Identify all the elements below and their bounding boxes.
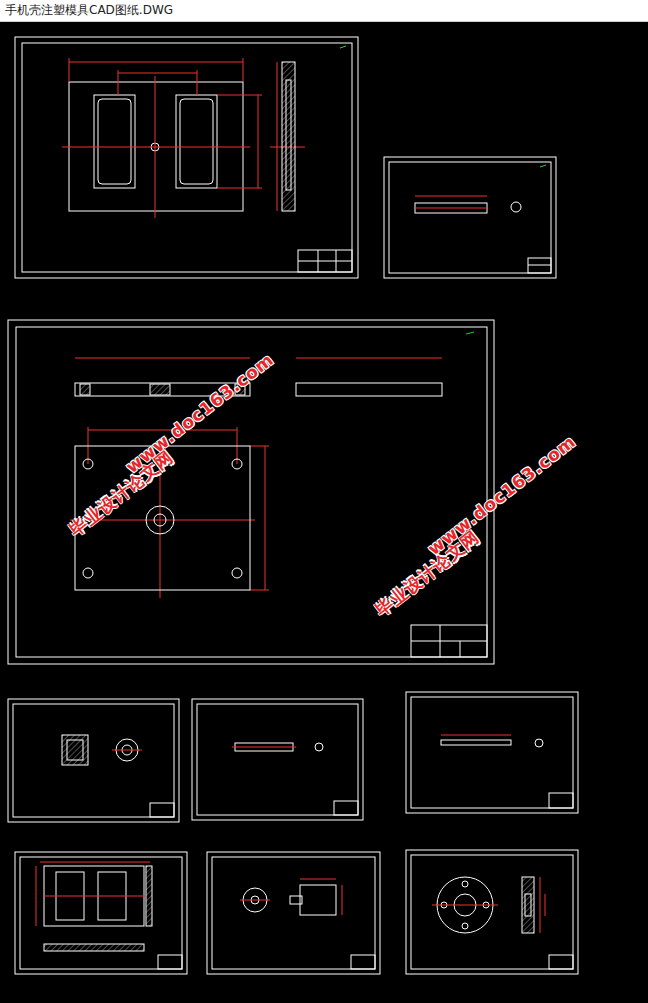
title-bar: 手机壳注塑模具CAD图纸.DWG [0,0,648,22]
watermark: 毕业设计论文网 [65,446,178,542]
watermark: www.doc163.com [122,349,278,477]
file-title: 手机壳注塑模具CAD图纸.DWG [0,0,648,21]
watermark: www.doc163.com [424,431,580,559]
